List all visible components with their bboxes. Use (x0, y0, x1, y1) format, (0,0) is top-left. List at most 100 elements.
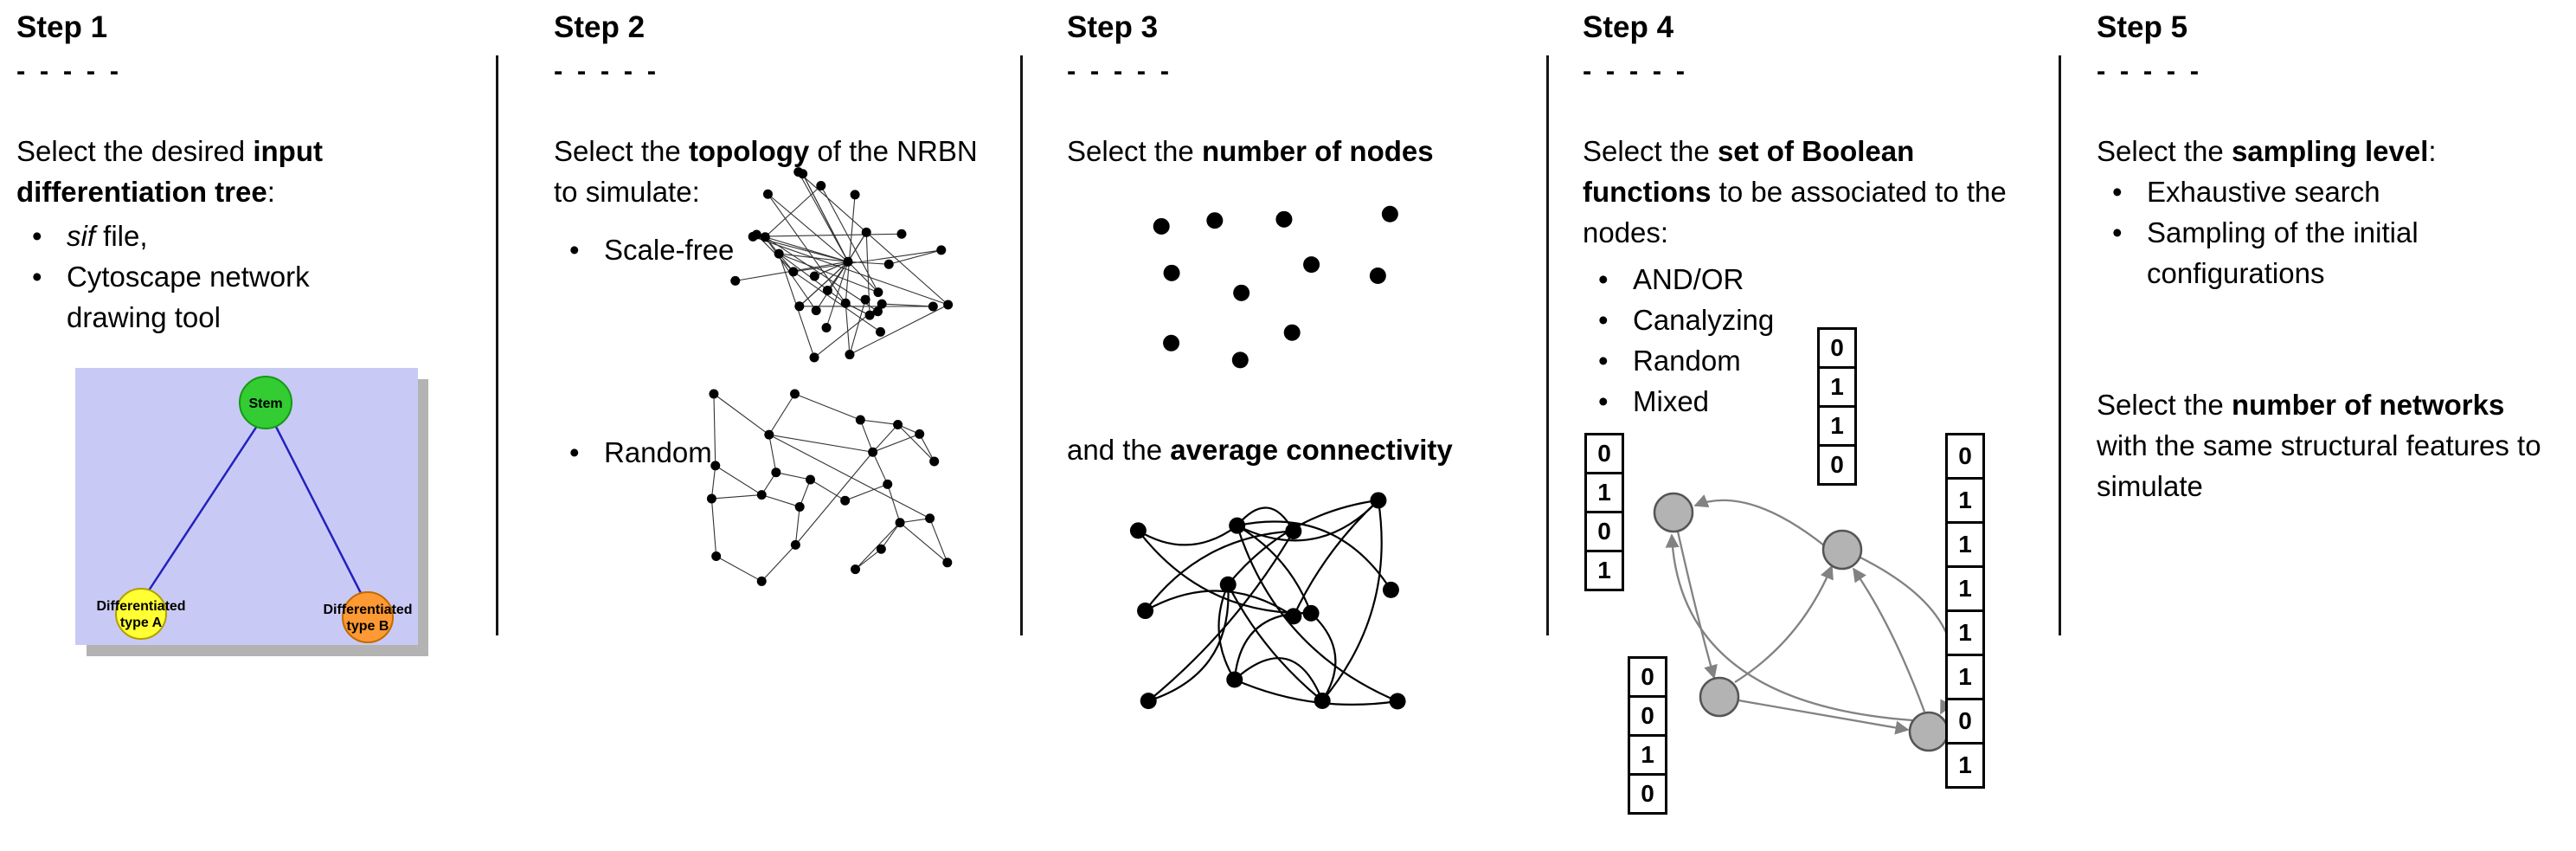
stem-node (239, 376, 292, 429)
bullet-text: Scale-free (604, 230, 734, 271)
boolean-table-cell: 1 (1584, 550, 1624, 591)
step-5-dashed-rule: - - - - - (2097, 55, 2203, 86)
step-2-column: Step 2 - - - - - Select the topology of … (554, 0, 1017, 851)
step-4-intro: Select the set of Boolean functions to b… (1583, 132, 2028, 254)
step-2-bullet-scale-free: • Scale-free (569, 230, 734, 271)
differentiated-type-a-node (115, 588, 167, 640)
text-segment: and the (1067, 434, 1171, 466)
column-divider-4 (2059, 55, 2061, 635)
text-segment: sif (67, 220, 95, 252)
boolean-table-cell: 0 (1817, 444, 1857, 486)
bullet-marker: • (1598, 385, 1609, 417)
boolean-table-cell: 1 (1945, 477, 1985, 524)
text-segment: Canalyzing (1633, 304, 1775, 336)
column-divider-1 (496, 55, 498, 635)
bullet-marker: • (32, 261, 42, 293)
text-segment: : (267, 175, 275, 208)
step-5-bullet-sampling: • Sampling of the initial configurations (2112, 213, 2493, 294)
text-segment: sampling level (2231, 135, 2429, 167)
boolean-node-3 (1699, 676, 1740, 718)
boolean-network-diagram (1653, 492, 1955, 752)
text-segment: topology (688, 135, 810, 167)
step-4-title: Step 4 (1583, 10, 1674, 44)
text-segment: file, (95, 220, 148, 252)
column-divider-2 (1020, 55, 1023, 635)
step-5-column: Step 5 - - - - - Select the sampling lev… (2097, 0, 2573, 851)
bullet-marker: • (1598, 345, 1609, 377)
bullet-text: Canalyzing (1633, 300, 1774, 341)
step-3-dashed-rule: - - - - - (1067, 55, 1173, 86)
boolean-table-cell: 1 (1628, 734, 1667, 776)
boolean-table-cell: 1 (1817, 405, 1857, 447)
text-segment: Sampling of the initial configurations (2147, 216, 2419, 289)
bullet-marker: • (2112, 176, 2123, 208)
step-1-title: Step 1 (16, 10, 108, 44)
tree-edge-left (145, 422, 260, 594)
bullet-text: Random (1633, 341, 1741, 382)
bullet-text: Cytoscape network drawing tool (67, 257, 352, 338)
step-3-nodes-text: Select the number of nodes (1067, 132, 1434, 172)
text-segment: AND/OR (1633, 263, 1744, 295)
bullet-marker: • (1598, 304, 1609, 336)
boolean-table-cell: 1 (1584, 472, 1624, 513)
boolean-table-cell: 0 (1817, 327, 1857, 369)
bullet-marker: • (1598, 263, 1609, 295)
bullet-text: Mixed (1633, 382, 1709, 422)
text-segment: of the NRBN to simulate: (554, 135, 978, 208)
text-segment: Mixed (1633, 385, 1710, 417)
step-1-bullet-cytoscape: • Cytoscape network drawing tool (32, 257, 352, 338)
text-segment: number of networks (2231, 389, 2505, 421)
step-4-bullet-canalyzing: • Canalyzing (1598, 300, 1774, 341)
text-segment: Exhaustive search (2147, 176, 2380, 208)
text-segment: Select the (1067, 135, 1202, 167)
step-1-column: Step 1 - - - - - Select the desired inpu… (16, 0, 494, 851)
type-a-label-line2: type A (120, 616, 163, 630)
bullet-text: AND/OR (1633, 260, 1744, 300)
differentiation-tree-image: Stem Differentiated type A Differentiate… (75, 368, 428, 656)
step-4-column: Step 4 - - - - - Select the set of Boole… (1583, 0, 2050, 851)
boolean-table-cell: 0 (1628, 695, 1667, 737)
type-b-label-line2: type B (347, 619, 389, 634)
boolean-node-1 (1653, 492, 1694, 533)
boolean-table-cell: 1 (1945, 654, 1985, 700)
bullet-marker: • (32, 220, 42, 252)
boolean-table-cell: 0 (1628, 773, 1667, 815)
boolean-table-cell: 0 (1945, 433, 1985, 480)
step-1-intro: Select the desired input differentiation… (16, 132, 466, 213)
boolean-table-cell: 0 (1945, 698, 1985, 745)
step-3-connectivity-text: and the average connectivity (1067, 430, 1453, 471)
scattered-nodes-image (1153, 205, 1398, 369)
stem-label: Stem (248, 396, 282, 411)
bullet-text: Random (604, 433, 712, 474)
text-segment: Select the (2097, 389, 2232, 421)
text-segment: Select the (2097, 135, 2232, 167)
bullet-marker: • (569, 234, 580, 266)
step-2-intro: Select the topology of the NRBN to simul… (554, 132, 1008, 213)
step-5-networks-text: Select the number of networks with the s… (2097, 385, 2555, 507)
text-segment: average connectivity (1170, 434, 1453, 466)
boolean-table-cell: 1 (1945, 565, 1985, 612)
bullet-marker: • (2112, 216, 2123, 248)
step-2-dashed-rule: - - - - - (554, 55, 660, 86)
step-1-bullet-sif: • sif file, (32, 216, 148, 257)
step-2-title: Step 2 (554, 10, 646, 44)
boolean-table-cell: 0 (1628, 656, 1667, 698)
text-segment: set of Boolean functions (1583, 135, 1915, 208)
random-network-image (706, 389, 953, 586)
text-segment: to be associated to the nodes: (1583, 175, 2007, 248)
step-2-bullet-random: • Random (569, 433, 712, 474)
step-1-dashed-rule: - - - - - (16, 55, 123, 86)
type-a-label-line1: Differentiated (96, 599, 185, 614)
bullet-text: sif file, (67, 216, 148, 257)
text-segment: : (2428, 135, 2437, 167)
boolean-table-cell: 0 (1584, 511, 1624, 552)
text-segment: Cytoscape network drawing tool (67, 261, 310, 333)
boolean-node-4 (1908, 711, 1950, 752)
connectivity-network-image (1129, 492, 1406, 710)
text-segment: input differentiation tree (16, 135, 323, 208)
text-segment: Scale-free (604, 234, 735, 266)
column-divider-3 (1546, 55, 1549, 635)
boolean-table-cell: 1 (1817, 366, 1857, 408)
